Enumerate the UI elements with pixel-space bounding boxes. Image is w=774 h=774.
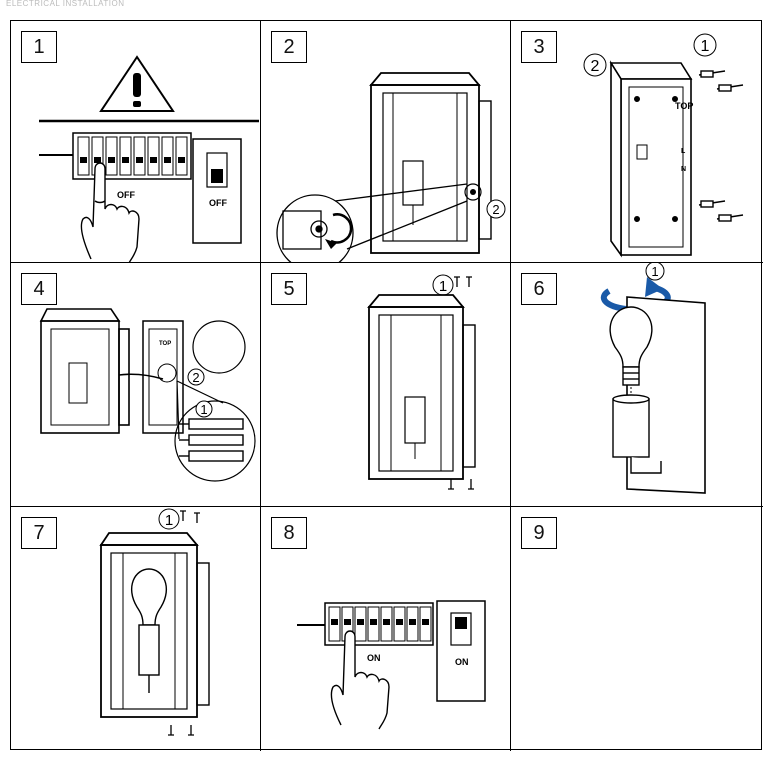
screw-anchor-icon xyxy=(698,70,744,222)
step-number: 8 xyxy=(271,517,307,549)
step-2-panel: 2 xyxy=(261,21,511,263)
callout-1: 1 xyxy=(439,278,447,295)
n-label: N xyxy=(681,166,686,173)
off-breaker-label: OFF xyxy=(117,190,135,200)
callout-2: 2 xyxy=(492,202,499,217)
step-number: 4 xyxy=(21,273,57,305)
top-label: TOP xyxy=(159,341,171,347)
main-switch-icon xyxy=(436,600,486,702)
close-lamp-illustration: 1 xyxy=(99,508,210,736)
step-number: 5 xyxy=(271,273,307,305)
hand-icon xyxy=(330,630,390,730)
header-note: ELECTRICAL INSTALLATION xyxy=(6,0,125,8)
bulb-icon xyxy=(609,306,653,386)
callout-2: 2 xyxy=(591,58,600,75)
step-number: 9 xyxy=(521,517,557,549)
callout-1: 1 xyxy=(701,38,710,55)
step-number: 1 xyxy=(21,31,57,63)
rotate-arrow-icon xyxy=(330,213,353,244)
wall-lamp-icon xyxy=(369,72,492,254)
wiring-illustration: TOP 1 2 xyxy=(39,308,256,482)
bulb-icon xyxy=(131,568,167,693)
wall-lamp-icon xyxy=(367,294,476,480)
screw-icon xyxy=(168,510,200,736)
instruction-grid: 1 xyxy=(10,20,763,751)
screw-icon xyxy=(448,276,474,490)
step-3-panel: 3 2 1 TOP L N xyxy=(511,21,763,263)
step-9-panel: 9 xyxy=(511,507,763,751)
warning-icon xyxy=(99,55,175,112)
on-breaker-label: ON xyxy=(367,653,381,663)
off-switch-label: OFF xyxy=(209,198,227,208)
power-on-illustration: ON ON xyxy=(297,600,486,730)
step-7-panel: 7 1 xyxy=(11,507,261,751)
loosen-screw-illustration: 2 xyxy=(276,72,506,262)
step-6-panel: 6 1 xyxy=(511,263,763,507)
mounting-plate-icon xyxy=(142,320,184,434)
breaker-panel-icon xyxy=(72,132,192,180)
power-off-illustration: OFF OFF xyxy=(39,55,259,262)
top-label: TOP xyxy=(675,101,693,111)
step-5-panel: 5 1 xyxy=(261,263,511,507)
socket-icon xyxy=(612,394,662,474)
mounting-bracket-icon xyxy=(609,60,693,258)
step-1-panel: 1 xyxy=(11,21,261,263)
wall-lamp-icon xyxy=(39,308,130,434)
step-number: 7 xyxy=(21,517,57,549)
zoom-callout-icon xyxy=(276,183,468,262)
step-8-panel: 8 ON xyxy=(261,507,511,751)
wall-lamp-icon xyxy=(99,532,210,718)
step-number: 6 xyxy=(521,273,557,305)
callout-1: 1 xyxy=(165,512,173,529)
on-switch-label: ON xyxy=(455,657,469,667)
breaker-panel-icon xyxy=(324,602,434,646)
step-number: 2 xyxy=(271,31,307,63)
step-4-panel: 4 TOP xyxy=(11,263,261,507)
step-number: 3 xyxy=(521,31,557,63)
attach-lamp-illustration: 1 xyxy=(367,274,476,490)
mount-bracket-illustration: 2 1 TOP L N xyxy=(583,33,744,258)
zoom-callout-icon xyxy=(174,320,256,482)
hand-icon xyxy=(80,162,140,262)
callout-1: 1 xyxy=(200,402,207,417)
main-switch-icon xyxy=(192,138,242,244)
callout-2: 2 xyxy=(192,370,199,385)
l-label: L xyxy=(681,148,686,155)
callout-1: 1 xyxy=(651,264,658,279)
insert-bulb-illustration: 1 xyxy=(600,263,706,494)
